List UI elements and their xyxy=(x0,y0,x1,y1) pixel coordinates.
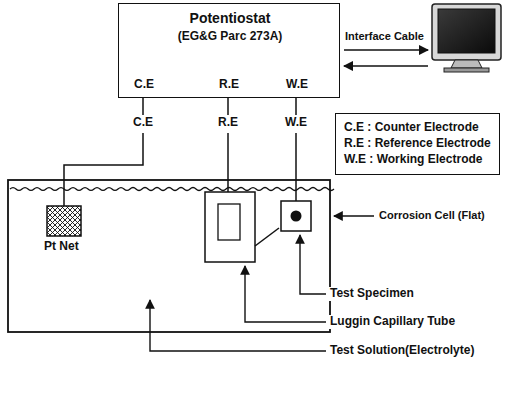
leader-line xyxy=(150,216,374,351)
terminal-label: R.E xyxy=(219,78,239,92)
terminal-label: C.E xyxy=(134,78,154,92)
cable-arrow xyxy=(344,49,428,51)
terminal-label: W.E xyxy=(286,78,308,92)
abbreviation-text: W.E : Working Electrode xyxy=(344,153,482,167)
terminal-label: C.E xyxy=(131,116,155,130)
solution-surface xyxy=(10,188,334,191)
computer-monitor xyxy=(432,4,501,72)
potentiostat-box: Potentiostat (EG&G Parc 273A) C.E R.E W.E xyxy=(118,3,340,98)
part-label: Luggin Capillary Tube xyxy=(328,315,457,329)
abbreviation-text: R.E : Reference Electrode xyxy=(344,137,491,151)
corrosion-cell xyxy=(8,180,330,332)
part-label: Corrosion Cell (Flat) xyxy=(377,209,487,222)
device-model: (EG&G Parc 273A) xyxy=(178,30,283,44)
luggin-capillary xyxy=(205,192,279,262)
terminal-label: R.E xyxy=(216,116,240,130)
part-label: Pt Net xyxy=(42,240,81,254)
test-specimen xyxy=(281,201,311,231)
cable-label: Interface Cable xyxy=(343,30,426,43)
cable-arrow xyxy=(344,65,428,67)
abbreviation-text: C.E : Counter Electrode xyxy=(344,121,479,135)
pt-net xyxy=(47,206,81,236)
part-label: Test Solution(Electrolyte) xyxy=(328,344,476,358)
part-label: Test Specimen xyxy=(328,287,416,301)
device-name: Potentiostat xyxy=(190,10,271,26)
terminal-label: W.E xyxy=(283,116,309,130)
abbreviation-box: C.E : Counter ElectrodeR.E : Reference E… xyxy=(335,113,500,175)
